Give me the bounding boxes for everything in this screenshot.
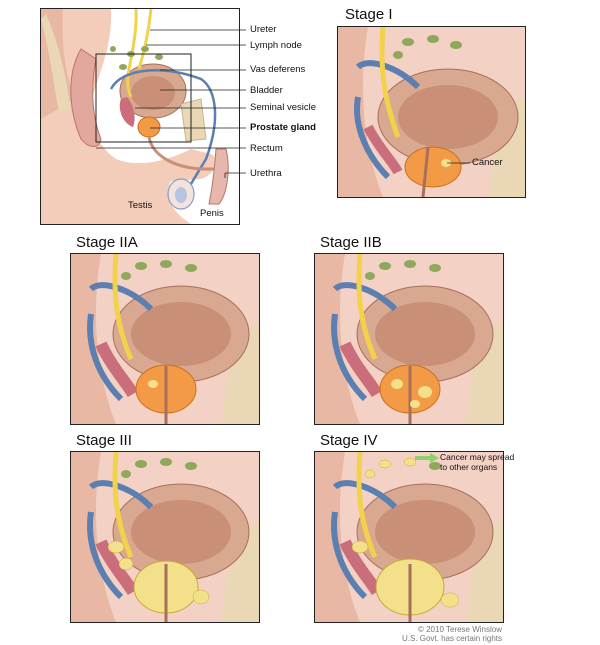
label-rectum: Rectum	[250, 143, 283, 154]
label-seminal-vesicle: Seminal vesicle	[250, 102, 316, 113]
label-cancer: Cancer	[472, 157, 503, 168]
stage-iii-title: Stage III	[76, 432, 132, 449]
stage-iv-illustration	[315, 452, 503, 622]
urethra-line	[147, 136, 219, 171]
label-urethra: Urethra	[250, 168, 282, 179]
label-spread-line-1: Cancer may spread	[440, 452, 515, 462]
stage-iib-illustration	[315, 254, 503, 424]
pubic-bone	[180, 98, 207, 142]
stage-i-panel	[337, 26, 526, 198]
stage-iia-panel	[70, 253, 260, 425]
credit-line-2: U.S. Govt. has certain rights	[401, 634, 502, 643]
label-testis: Testis	[128, 200, 153, 211]
testis-inner	[175, 187, 187, 203]
bladder-inner	[131, 76, 175, 110]
label-penis: Penis	[200, 208, 224, 219]
label-lymph-node: Lymph node	[250, 40, 302, 51]
stage-iv-title: Stage IV	[320, 432, 378, 449]
label-spread-line-2: to other organs	[440, 462, 498, 472]
ureter-line-2	[137, 9, 153, 70]
overview-figure	[40, 8, 240, 225]
penis-shape	[208, 148, 229, 205]
stage-iii-panel	[70, 451, 260, 623]
label-vas-deferens: Vas deferens	[250, 64, 306, 75]
spine	[41, 14, 71, 113]
stage-iia-illustration	[71, 254, 259, 424]
stage-iia-title: Stage IIA	[76, 234, 138, 251]
seminal-vesicle-shape	[119, 97, 135, 127]
rectum-shape	[70, 48, 102, 147]
copyright-credit: © 2010 Terese Winslow U.S. Govt. has cer…	[402, 625, 502, 643]
stage-iib-title: Stage IIB	[320, 234, 382, 251]
label-bladder: Bladder	[250, 85, 283, 96]
stage-i-title: Stage I	[345, 6, 393, 23]
zoom-box	[95, 53, 192, 143]
lymph-nodes	[110, 46, 163, 70]
stage-iib-panel	[314, 253, 504, 425]
label-ureter: Ureter	[250, 24, 277, 35]
overview-leader-lines	[96, 29, 246, 178]
stage-i-cancer-pointer	[447, 162, 470, 164]
stage-iv-panel	[314, 451, 504, 623]
label-prostate-gland: Prostate gland	[250, 122, 316, 133]
credit-line-1: © 2010 Terese Winslow	[417, 625, 502, 634]
stage-iii-illustration	[71, 452, 259, 622]
stage-i-illustration	[338, 27, 525, 197]
overview-anatomy-illustration	[41, 9, 229, 224]
ureter-line	[126, 9, 138, 98]
